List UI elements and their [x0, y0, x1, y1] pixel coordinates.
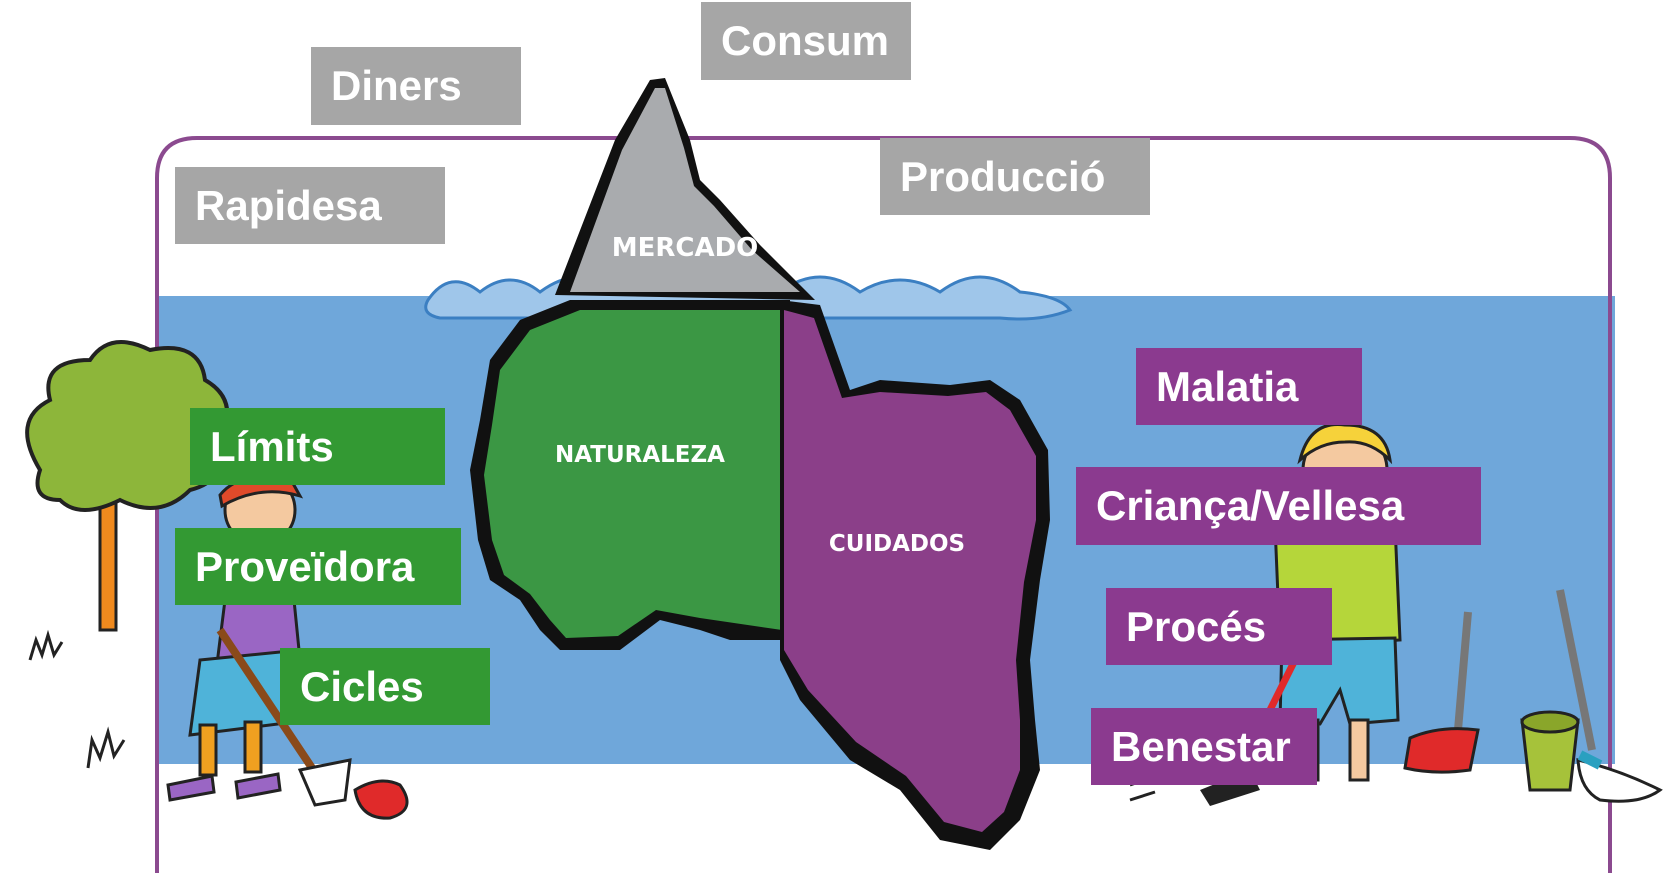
tree-icon: [25, 340, 230, 632]
label-malatia: Malatia: [1136, 348, 1362, 425]
iceberg-right-label: CUIDADOS: [829, 531, 965, 557]
label-crianca-vellesa: Criança/Vellesa: [1076, 467, 1481, 545]
bucket-mop-icon: [1520, 589, 1663, 803]
label-limits: Límits: [190, 408, 445, 485]
label-proces: Procés: [1106, 588, 1332, 665]
dustpan-icon: [1403, 611, 1480, 774]
label-diners: Diners: [311, 47, 521, 125]
label-cicles: Cicles: [280, 648, 490, 725]
label-benestar: Benestar: [1091, 708, 1317, 785]
label-produccio: Producció: [880, 138, 1150, 215]
iceberg-care: CUIDADOS: [780, 300, 1050, 850]
grass-icon: [28, 629, 126, 769]
iceberg-top-label: MERCADO: [612, 233, 759, 263]
iceberg-nature: NATURALEZA: [470, 300, 790, 650]
iceberg-left-label: NATURALEZA: [555, 442, 725, 468]
label-consum: Consum: [701, 2, 911, 80]
label-proveidora: Proveïdora: [175, 528, 461, 605]
iceberg-tip: MERCADO: [555, 78, 815, 300]
label-rapidesa: Rapidesa: [175, 167, 445, 244]
